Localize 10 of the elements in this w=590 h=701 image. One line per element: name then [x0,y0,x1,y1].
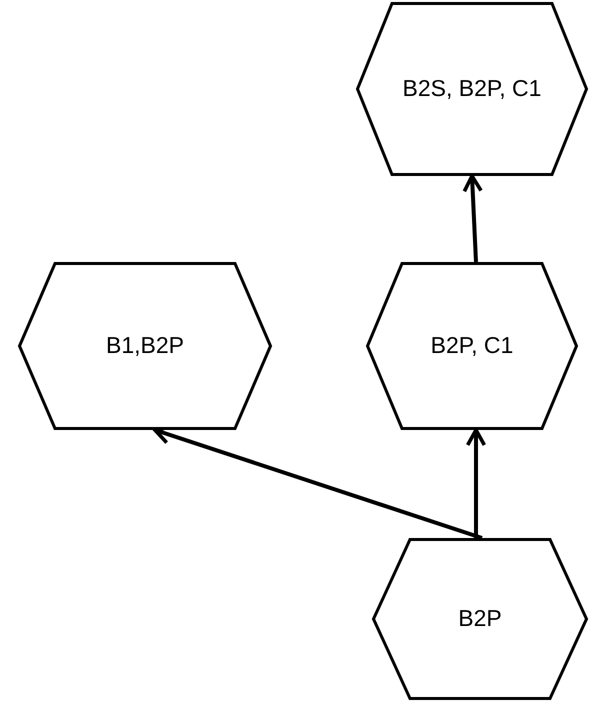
node-label: B1,B2P [106,331,184,360]
arrow [462,174,483,262]
node-label: B2S, B2P, C1 [402,74,542,104]
node-label: B2P, C1 [430,331,514,360]
hexagon-node [366,262,578,430]
arrow [466,428,486,538]
hexagon-node [372,538,588,700]
hexagon-node [18,262,272,430]
node-label: B2P [458,604,502,634]
hexagon-node [356,2,588,176]
